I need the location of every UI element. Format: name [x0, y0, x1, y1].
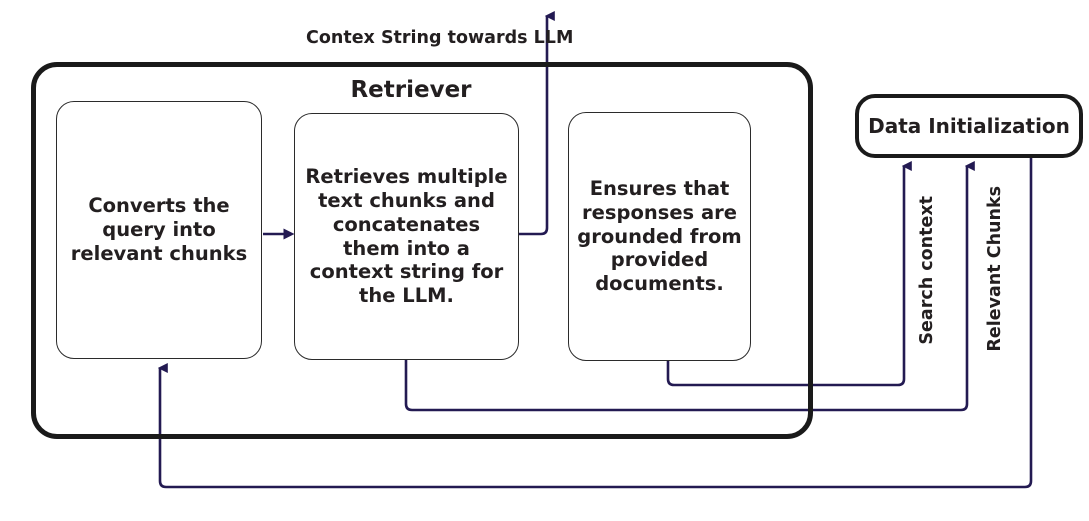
connector-feedback-to-converts — [157, 158, 1033, 489]
node-retrieves-chunks[interactable]: Retrieves multiple text chunks and conca… — [294, 113, 519, 360]
node-ensures-grounded[interactable]: Ensures that responses are grounded from… — [568, 112, 751, 361]
retriever-title: Retriever — [350, 77, 472, 103]
edge-label-context-string: Contex String towards LLM — [306, 28, 574, 48]
edge-label-search-context: Search context — [917, 196, 937, 345]
node-data-initialization[interactable]: Data Initialization — [855, 94, 1083, 158]
node-converts-query[interactable]: Converts the query into relevant chunks — [56, 101, 262, 359]
edge-label-relevant-chunks: Relevant Chunks — [985, 186, 1005, 352]
connector-relevant-chunks — [404, 161, 975, 412]
retriever-container — [31, 62, 813, 439]
connector-search-context — [666, 161, 912, 387]
connector-context-string-to-llm — [519, 11, 555, 236]
